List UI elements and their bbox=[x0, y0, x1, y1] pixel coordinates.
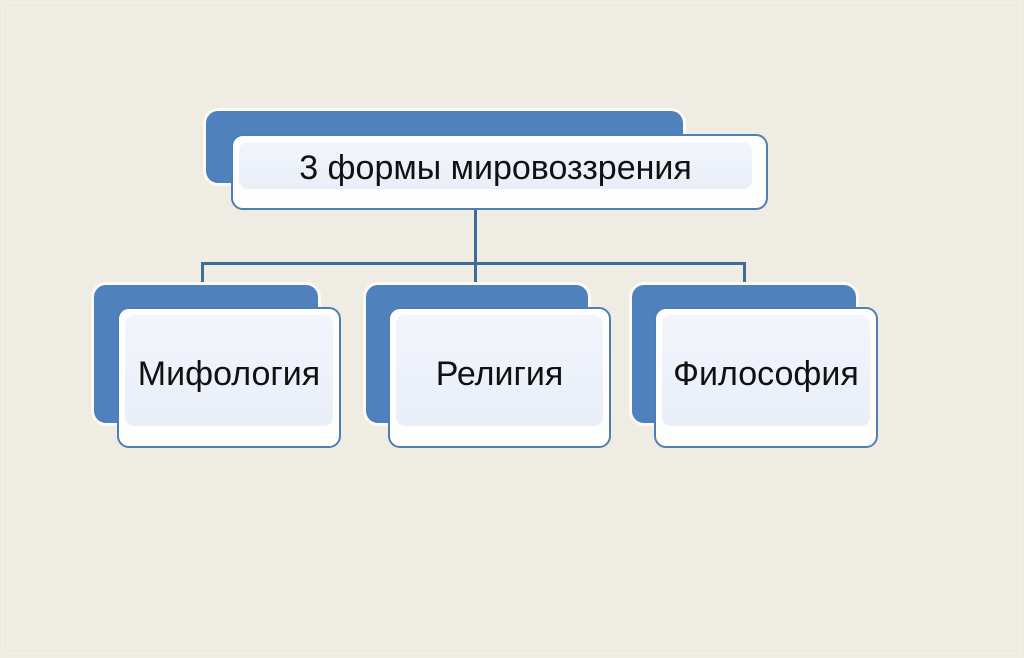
child-1-label: Мифология bbox=[137, 355, 321, 393]
child-1-inner-fill bbox=[125, 315, 333, 426]
connector-drop-child-2 bbox=[474, 262, 477, 288]
child-2-label: Религия bbox=[435, 355, 564, 393]
connector-drop-child-3 bbox=[743, 262, 746, 288]
root-node-inner-fill bbox=[239, 142, 752, 189]
child-3-inner-fill bbox=[662, 315, 870, 426]
connector-root-down bbox=[474, 209, 477, 265]
root-node-label: 3 формы мировоззрения bbox=[299, 149, 692, 187]
connector-horizontal-bus bbox=[201, 262, 746, 265]
connector-drop-child-1 bbox=[201, 262, 204, 288]
child-3-label: Философия bbox=[673, 355, 859, 393]
child-2-inner-fill bbox=[396, 315, 603, 426]
